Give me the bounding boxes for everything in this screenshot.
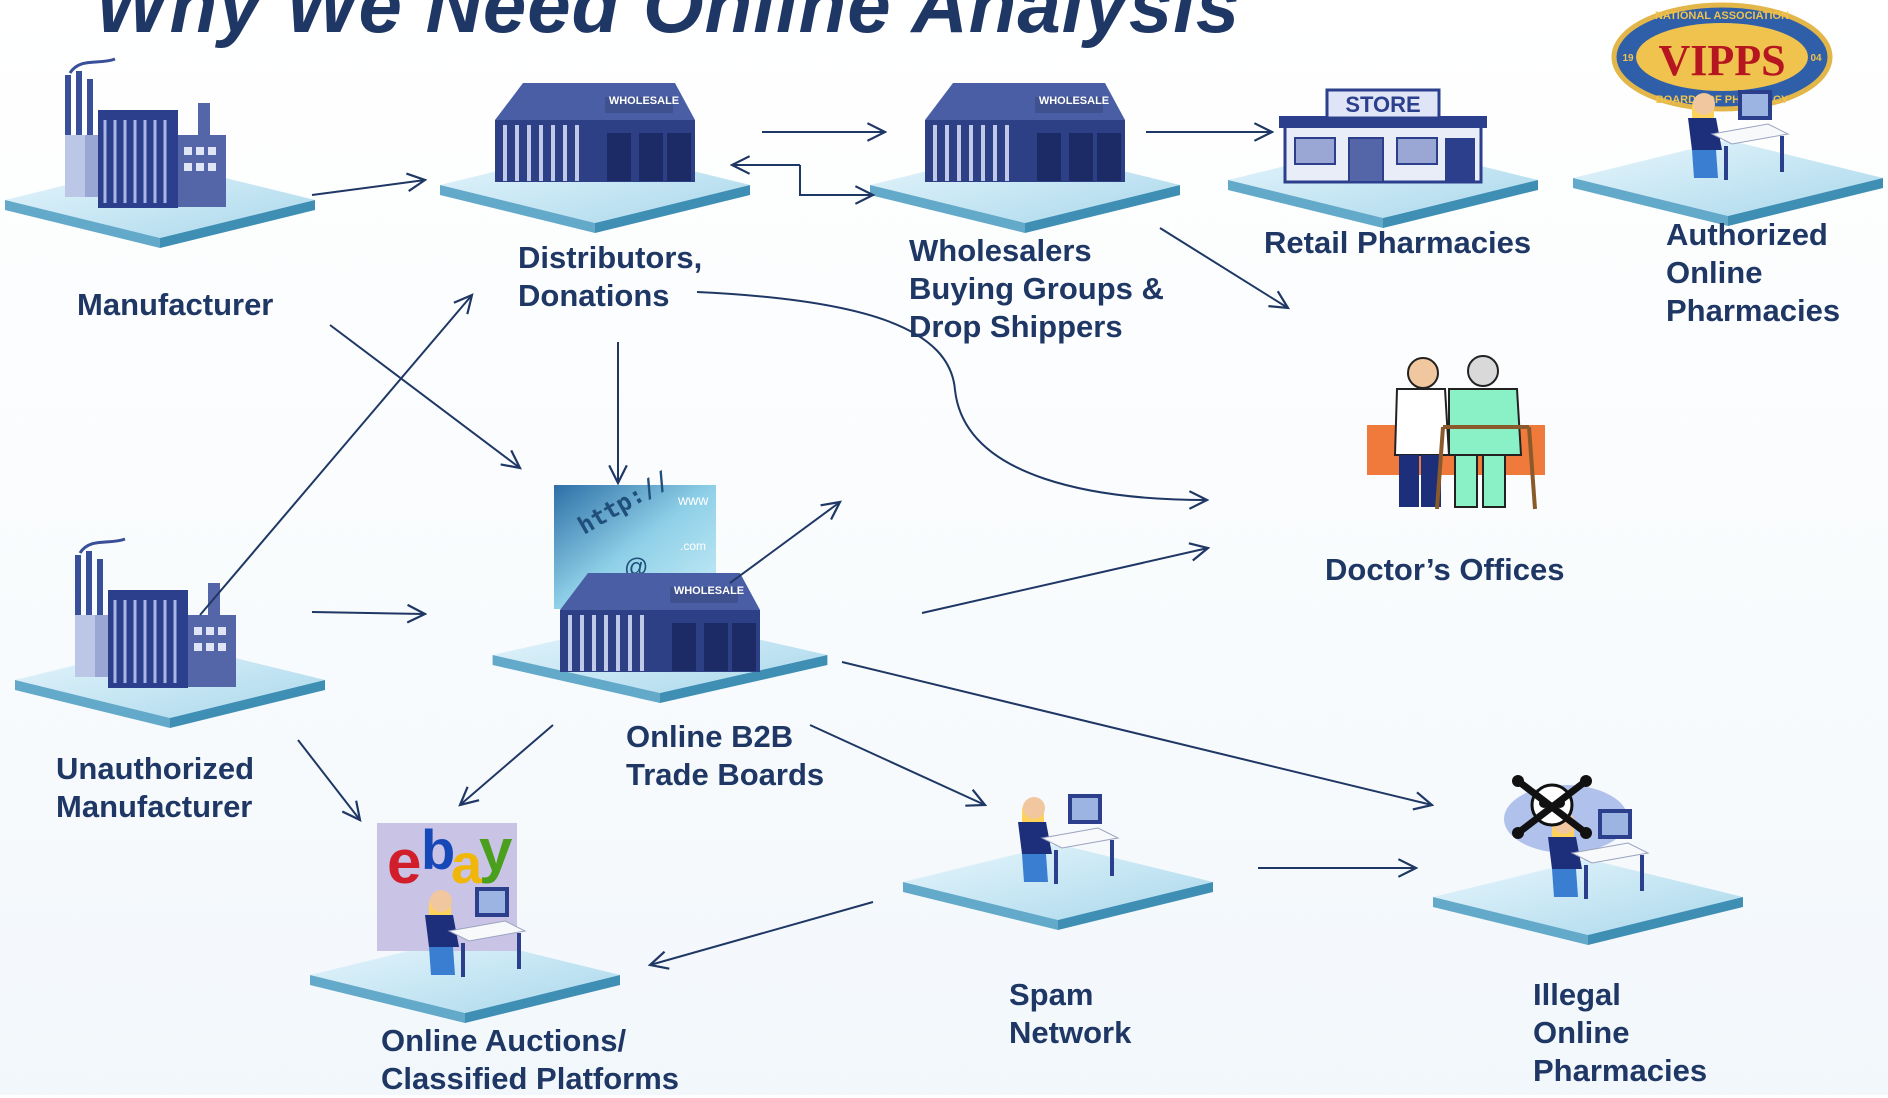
arrow-unauthorized-to-distributors bbox=[199, 295, 472, 616]
doctor-patient-icon bbox=[1367, 355, 1545, 510]
arrows bbox=[199, 132, 1432, 965]
illegal-pharmacy-icon bbox=[1433, 775, 1743, 945]
label-line: Trade Boards bbox=[626, 757, 825, 792]
label-doctors: Doctor’s Offices bbox=[1325, 551, 1564, 589]
label-manufacturer: Manufacturer bbox=[77, 286, 273, 324]
label-line: Pharmacies bbox=[1533, 1053, 1708, 1088]
label-authorized: Authorized Online Pharmacies bbox=[1666, 216, 1840, 330]
arrow-wholesalers-back-to-distributors bbox=[799, 165, 873, 195]
vipps-ring-top: NATIONAL ASSOCIATION bbox=[1655, 10, 1789, 22]
spam-network-icon bbox=[903, 792, 1213, 930]
label-line: Drop Shippers bbox=[909, 309, 1123, 344]
arrow-b2b-up bbox=[729, 502, 840, 584]
ebay-letter-b: b bbox=[421, 818, 455, 881]
label-line: Illegal bbox=[1533, 977, 1621, 1012]
wholesalers-warehouse-icon: WHOLESALE bbox=[870, 81, 1180, 233]
arrow-distributors-to-doctors bbox=[696, 291, 1207, 500]
wholesale-sign: WHOLESALE bbox=[1039, 95, 1109, 107]
vipps-year-left: 19 bbox=[1622, 53, 1634, 64]
arrow-spam-to-auctions bbox=[650, 901, 874, 965]
label-b2b: Online B2B Trade Boards bbox=[626, 718, 824, 794]
distributors-warehouse-icon: WHOLESALE bbox=[440, 81, 750, 233]
label-line: Spam bbox=[1009, 977, 1094, 1012]
label-line: Wholesalers bbox=[909, 233, 1092, 268]
arrow-b2b-to-illegal bbox=[841, 661, 1432, 805]
label-line: Buying Groups & bbox=[909, 271, 1164, 306]
arrow-b2b-to-spam bbox=[809, 724, 985, 805]
label-line: Distributors, bbox=[518, 240, 703, 275]
store-sign: STORE bbox=[1345, 92, 1420, 117]
label-unauthorized: Unauthorized Manufacturer bbox=[56, 750, 254, 826]
label-line: Doctor’s Offices bbox=[1325, 552, 1565, 587]
label-line: Online bbox=[1533, 1015, 1630, 1050]
label-line: Network bbox=[1009, 1015, 1132, 1050]
label-line: Online bbox=[1666, 255, 1763, 290]
manufacturer-icon bbox=[5, 57, 315, 248]
unauthorized-manufacturer-icon bbox=[15, 537, 325, 728]
vipps-title: VIPPS bbox=[1658, 36, 1785, 85]
label-wholesalers: Wholesalers Buying Groups & Drop Shipper… bbox=[909, 232, 1164, 346]
label-line: Pharmacies bbox=[1666, 293, 1841, 328]
auction-platform-icon: e b a y bbox=[310, 817, 620, 1023]
web-text-com: .com bbox=[680, 539, 706, 553]
ebay-letter-a: a bbox=[451, 832, 483, 895]
label-auctions: Online Auctions/ Classified Platforms bbox=[381, 1022, 679, 1098]
label-line: Donations bbox=[518, 278, 670, 313]
label-line: Online B2B bbox=[626, 719, 794, 754]
retail-store-icon: STORE bbox=[1228, 88, 1538, 228]
arrow-unauthorized-to-auctions bbox=[297, 739, 360, 820]
ebay-letter-y: y bbox=[479, 817, 513, 884]
label-line: Authorized bbox=[1666, 217, 1828, 252]
arrow-b2b-to-doctors bbox=[921, 548, 1208, 614]
ebay-letter-e: e bbox=[387, 828, 421, 897]
b2b-trade-board-icon: http:// @ www .com WHOLESALE bbox=[492, 465, 828, 703]
arrow-wholesalers-to-doctors bbox=[1159, 227, 1288, 308]
label-illegal: Illegal Online Pharmacies bbox=[1533, 976, 1707, 1090]
web-text-www: www bbox=[677, 492, 709, 508]
vipps-year-right: 04 bbox=[1810, 53, 1822, 64]
label-line: Online Auctions/ bbox=[381, 1023, 627, 1058]
label-line: Manufacturer bbox=[56, 789, 253, 824]
label-line: Unauthorized bbox=[56, 751, 255, 786]
arrow-unauthorized-to-b2b bbox=[311, 612, 425, 614]
wholesale-sign: WHOLESALE bbox=[674, 585, 744, 597]
vipps-seal-icon: VIPPS NATIONAL ASSOCIATION BOARDS OF PHA… bbox=[1611, 2, 1833, 112]
wholesale-sign: WHOLESALE bbox=[609, 95, 679, 107]
label-retail: Retail Pharmacies bbox=[1264, 224, 1531, 262]
arrow-manufacturer-to-distributors bbox=[311, 180, 425, 196]
arrow-b2b-to-auctions bbox=[460, 724, 554, 805]
label-spam: Spam Network bbox=[1009, 976, 1131, 1052]
skull-icon bbox=[1512, 775, 1592, 839]
label-line: Classified Platforms bbox=[381, 1061, 680, 1096]
label-line: Manufacturer bbox=[77, 287, 274, 322]
arrow-manufacturer-to-b2b bbox=[329, 324, 520, 468]
label-line: Retail Pharmacies bbox=[1264, 225, 1532, 260]
page-title: Why We Need Online Analysis bbox=[95, 0, 1241, 49]
label-distributors: Distributors, Donations bbox=[518, 239, 702, 315]
